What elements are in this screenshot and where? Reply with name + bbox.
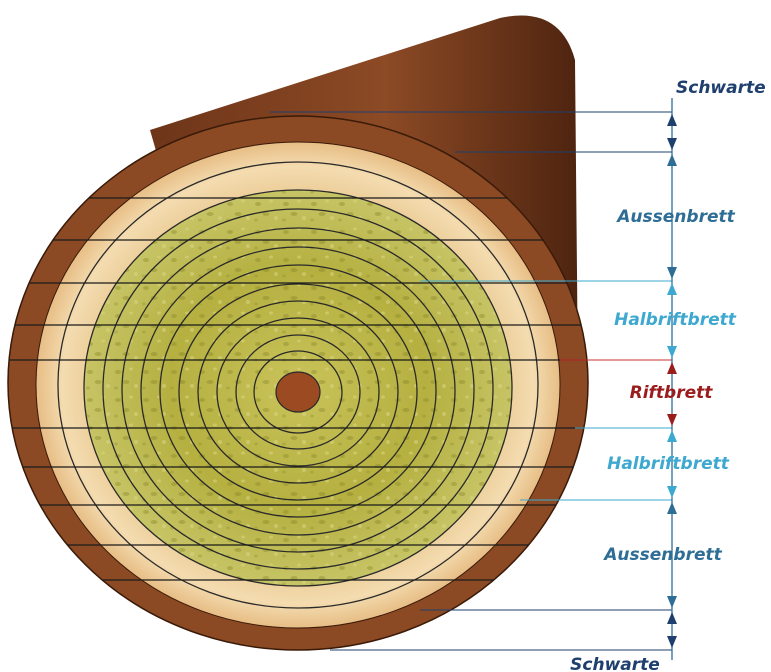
label-aussenbrett-top: Aussenbrett (615, 207, 735, 227)
label-aussenbrett-bottom: Aussenbrett (602, 545, 722, 565)
label-schwarte-top: Schwarte (676, 78, 766, 98)
label-riftbrett: Riftbrett (630, 383, 714, 403)
pith (276, 372, 320, 412)
label-halbriftbrett-bottom: Halbriftbrett (607, 454, 730, 474)
label-schwarte-bottom: Schwarte (570, 655, 660, 672)
label-halbriftbrett-top: Halbriftbrett (614, 310, 737, 330)
